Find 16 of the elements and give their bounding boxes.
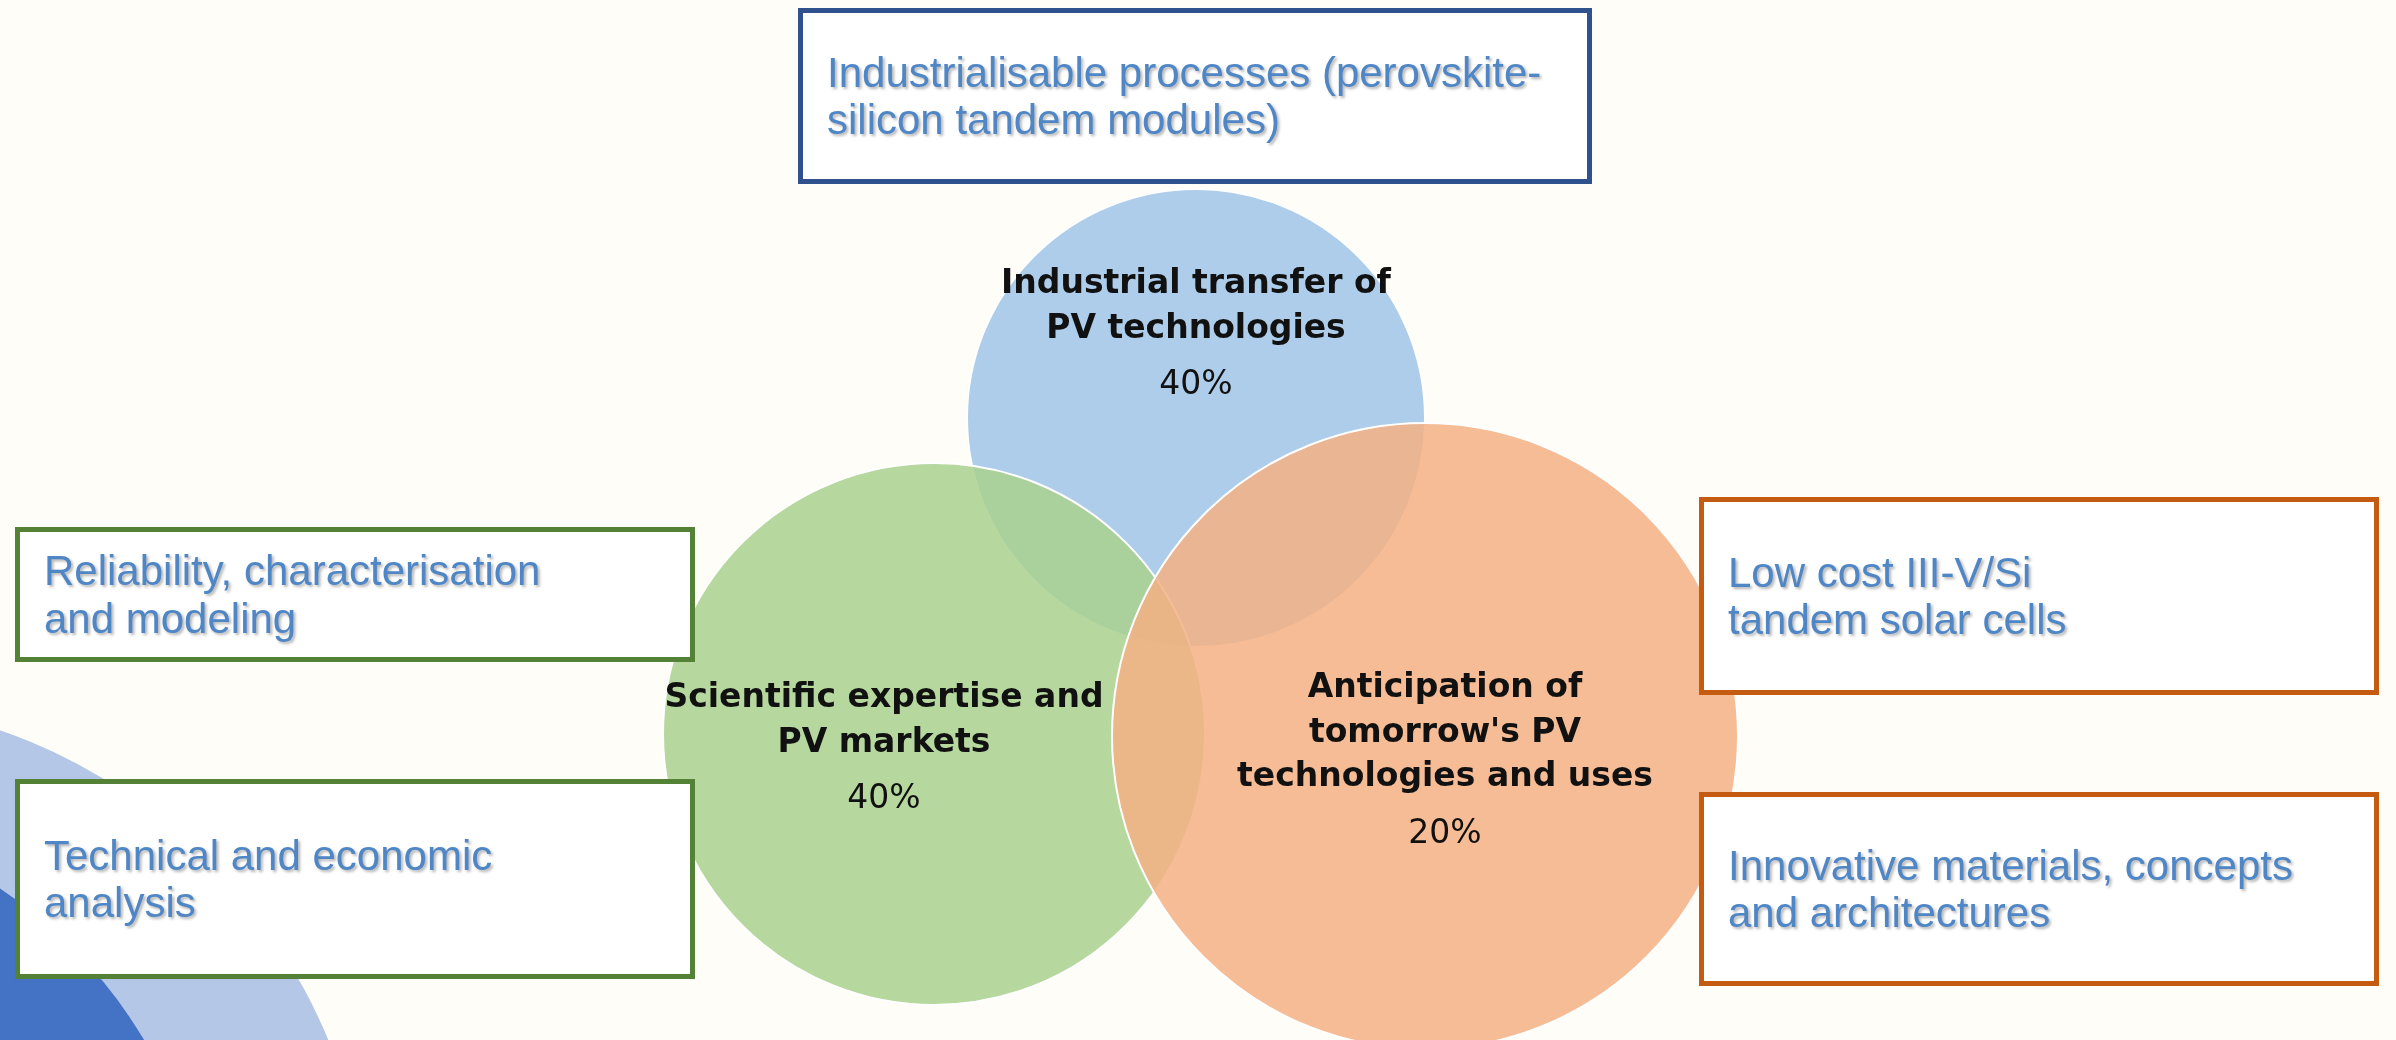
topic-text: Reliability, characterisation and modeling: [44, 547, 542, 642]
topic-box: [15, 779, 695, 979]
circle-title: Anticipation of tomorrow's PV technologies and uses: [1236, 665, 1654, 797]
topic-text: Industrialisable processes (perovskite-silicon tandem modules): [827, 48, 1543, 144]
circle-title: Industrial transfer of PV technologies: [1000, 261, 1392, 348]
circle-title: Scientific expertise and PV markets: [663, 675, 1105, 762]
percentage-label: 40%: [1158, 363, 1234, 403]
topic-text: Technical and economic analysis: [44, 831, 494, 927]
percentage-label: 20%: [1407, 811, 1483, 851]
topic-text: Low cost III-V/Si tandem solar cells: [1728, 548, 2068, 644]
topic-text: Innovative materials, concepts and architectures: [1728, 841, 2294, 937]
topic-box: [15, 527, 695, 662]
topic-box: [798, 8, 1592, 184]
topic-box: [1699, 792, 2379, 986]
percentage-label: 40%: [846, 777, 922, 817]
topic-box: [1699, 497, 2379, 695]
